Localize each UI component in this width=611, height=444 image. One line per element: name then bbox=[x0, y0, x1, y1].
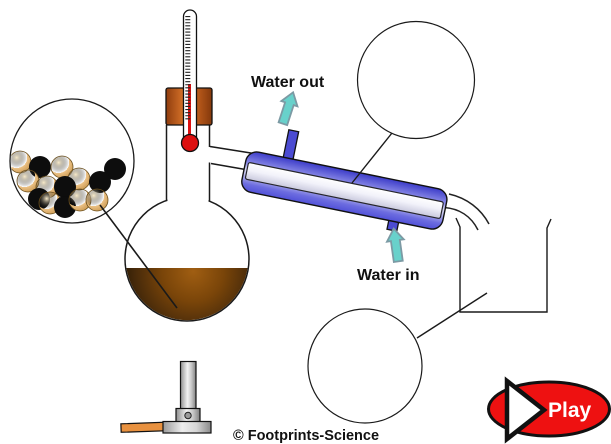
play-button[interactable]: Play bbox=[487, 376, 611, 444]
arrow-up-icon bbox=[277, 90, 299, 127]
play-icon bbox=[504, 376, 548, 444]
pointer-line-condenser-magnifier bbox=[351, 132, 393, 184]
particle-black bbox=[89, 171, 111, 193]
magnifier-circle-condenser bbox=[356, 20, 476, 140]
gas-tube bbox=[120, 421, 169, 433]
pointer-line-beaker-magnifier bbox=[416, 292, 488, 339]
particle-black bbox=[104, 158, 126, 180]
magnifier-circle-beaker bbox=[307, 308, 423, 424]
condenser bbox=[241, 128, 448, 233]
water-in-label: Water in bbox=[357, 267, 420, 284]
particle-group bbox=[11, 150, 126, 218]
water-in-arrow-icon bbox=[385, 227, 406, 263]
burner-barrel bbox=[179, 360, 197, 411]
gas-tube-rect bbox=[120, 421, 169, 433]
particle-tan bbox=[85, 188, 109, 212]
condenser-inner-tube bbox=[244, 162, 444, 219]
arrow-up-icon bbox=[385, 227, 406, 263]
magnified-particles-view bbox=[9, 98, 135, 224]
side-arm-top-line bbox=[209, 145, 255, 155]
thermometer bbox=[180, 9, 200, 153]
water-out-label: Water out bbox=[251, 74, 325, 91]
spout-fill bbox=[444, 194, 489, 230]
bunsen-burner bbox=[120, 360, 212, 434]
pointer-line-liquid-magnifier bbox=[99, 204, 178, 309]
delivery-spout bbox=[443, 193, 490, 231]
spout-outer-curve bbox=[448, 193, 490, 225]
play-button-label: Play bbox=[548, 399, 592, 422]
collection-beaker bbox=[455, 217, 552, 313]
burner-base bbox=[162, 420, 212, 434]
thermometer-bulb bbox=[180, 133, 200, 153]
spout-inner-curve bbox=[443, 206, 479, 231]
copyright-label: © Footprints-Science bbox=[233, 428, 379, 444]
particle-black bbox=[54, 176, 76, 198]
water-out-arrow-icon bbox=[277, 90, 299, 127]
air-hole-icon bbox=[184, 411, 192, 420]
